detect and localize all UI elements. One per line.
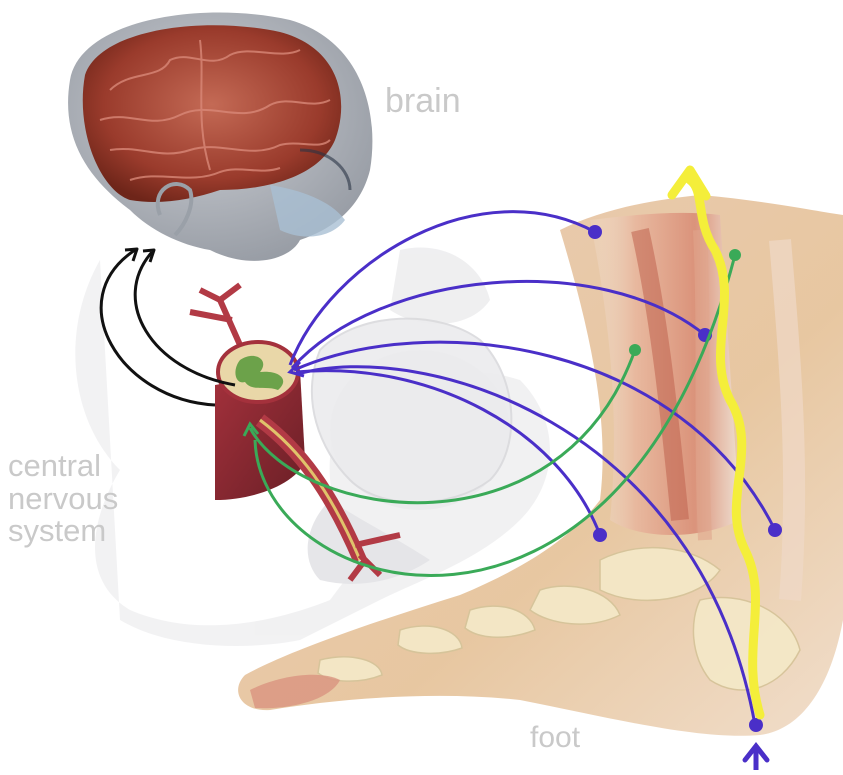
label-cns-line-1: central — [8, 450, 118, 483]
label-foot: foot — [530, 722, 580, 754]
label-brain: brain — [385, 84, 461, 120]
pathway-black-1 — [101, 250, 215, 405]
label-central-nervous-system: central nervous system — [8, 450, 118, 548]
stimulus-arrow-icon — [745, 746, 767, 770]
label-cns-line-3: system — [8, 515, 118, 548]
brain-pathways — [101, 249, 235, 405]
label-cns-line-2: nervous — [8, 483, 118, 516]
brain-illustration — [68, 13, 372, 261]
